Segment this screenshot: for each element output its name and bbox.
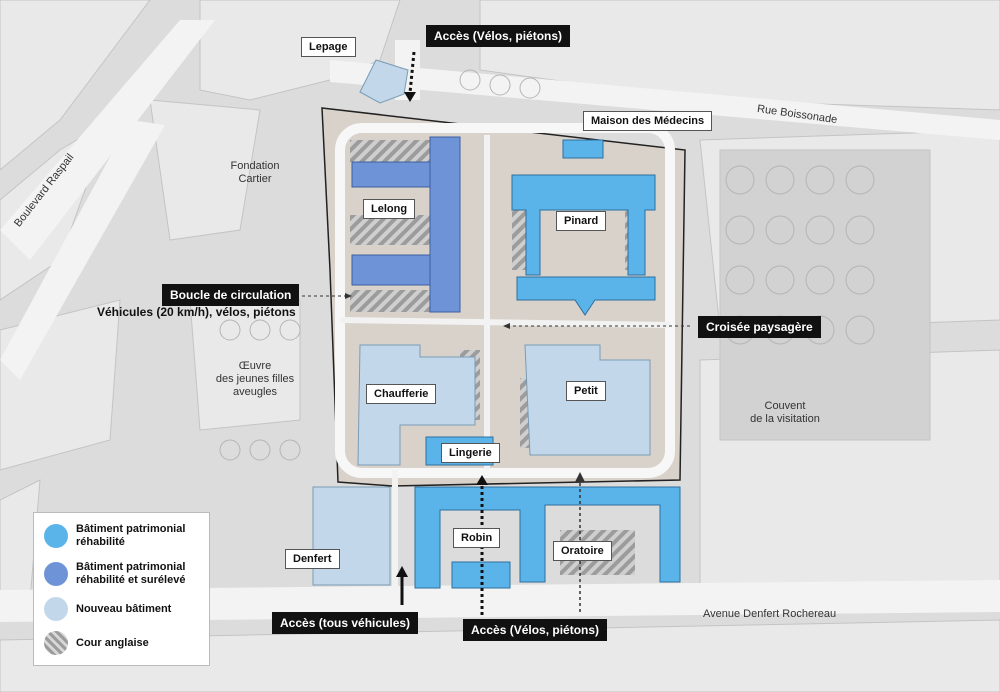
legend-item-new: Nouveau bâtiment	[44, 597, 171, 621]
legend-item-courtyard: Cour anglaise	[44, 631, 149, 655]
place-couvent-line2: de la visitation	[750, 413, 820, 425]
access-arrows	[302, 51, 690, 615]
annotation-croisee: Croisée paysagère	[698, 316, 821, 338]
legend-text-rehab: Bâtiment patrimonial réhabilité	[76, 523, 185, 549]
place-fondation-cartier: Fondation Cartier	[225, 160, 285, 186]
label-robin: Robin	[453, 528, 501, 548]
place-fondation-cartier-line2: Cartier	[238, 173, 272, 185]
legend-text-courtyard: Cour anglaise	[76, 636, 149, 649]
annotation-acces-vehicules: Accès (tous véhicules)	[272, 612, 419, 634]
label-lelong: Lelong	[363, 199, 416, 219]
label-lepage: Lepage	[301, 37, 356, 57]
legend-swatch-rehab	[44, 524, 68, 548]
label-denfert: Denfert	[285, 549, 340, 569]
place-oeuvre: Œuvre des jeunes filles aveugles	[205, 360, 305, 399]
raised-buildings	[351, 136, 461, 313]
legend-raised-line2: réhabilité et surélevé	[76, 574, 186, 586]
annotation-boucle: Boucle de circulation	[162, 284, 300, 306]
place-couvent: Couvent de la visitation	[735, 400, 835, 426]
place-oeuvre-line3: aveugles	[232, 386, 278, 398]
legend-item-rehab: Bâtiment patrimonial réhabilité	[44, 523, 185, 549]
legend-swatch-raised	[44, 562, 68, 586]
legend: Bâtiment patrimonial réhabilité Bâtiment…	[33, 512, 210, 666]
place-oeuvre-line1: Œuvre	[238, 360, 272, 372]
legend-raised-line1: Bâtiment patrimonial	[76, 561, 186, 573]
annotation-acces-top: Accès (Vélos, piétons)	[426, 25, 571, 47]
legend-rehab-line2: réhabilité	[76, 536, 125, 548]
legend-text-raised: Bâtiment patrimonial réhabilité et surél…	[76, 561, 185, 587]
legend-text-new: Nouveau bâtiment	[76, 602, 172, 615]
inner-paths	[339, 135, 671, 590]
legend-swatch-courtyard	[44, 631, 68, 655]
place-couvent-line1: Couvent	[764, 400, 806, 412]
annotation-acces-bottom: Accès (Vélos, piétons)	[463, 619, 608, 641]
annotation-boucle-sub: Véhicules (20 km/h), vélos, piétons	[97, 305, 296, 319]
place-fondation-cartier-line1: Fondation	[230, 160, 280, 172]
place-oeuvre-line2: des jeunes filles	[215, 373, 295, 385]
legend-item-raised: Bâtiment patrimonial réhabilité et surél…	[44, 561, 185, 587]
legend-swatch-new	[44, 597, 68, 621]
label-pinard: Pinard	[556, 211, 607, 231]
legend-rehab-line1: Bâtiment patrimonial	[76, 523, 186, 535]
label-oratoire: Oratoire	[553, 541, 612, 561]
label-petit: Petit	[566, 381, 606, 401]
circulation-loop	[335, 123, 675, 478]
label-chaufferie: Chaufferie	[366, 384, 437, 404]
label-lingerie: Lingerie	[441, 443, 500, 463]
street-avenue-denfert-rochereau: Avenue Denfert Rochereau	[703, 608, 837, 620]
trees	[219, 69, 875, 461]
roads	[0, 20, 1000, 622]
label-maison-des-medecins: Maison des Médecins	[583, 111, 713, 131]
